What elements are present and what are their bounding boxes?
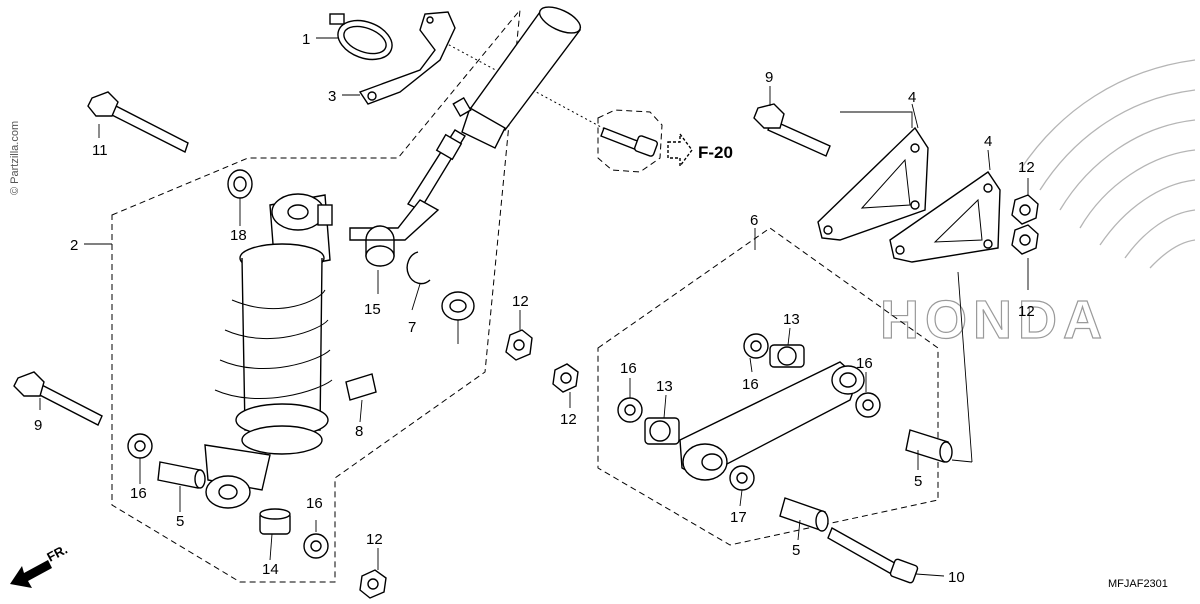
collar-5-right [905, 429, 953, 463]
nut-12-d [1011, 224, 1039, 255]
callout-16-e: 16 [856, 355, 873, 372]
callout-3: 3 [328, 88, 336, 105]
circlip-7 [406, 251, 431, 285]
callout-6: 6 [750, 212, 758, 229]
front-direction-arrow-icon [10, 560, 52, 588]
dust-seal-17 [227, 169, 253, 199]
collar-5-bottom [779, 497, 829, 532]
seal-18 [441, 291, 475, 321]
shock-reservoir [349, 6, 582, 241]
collar-5-left [157, 461, 206, 489]
washer-16-c [855, 392, 881, 418]
nut-12-a [505, 329, 533, 361]
callout-17: 18 [230, 227, 247, 244]
callouts: 1 2 3 4 4 5 5 5 6 7 8 9 9 10 11 12 12 12… [34, 31, 1035, 586]
callout-16-a: 16 [130, 485, 147, 502]
callout-12-e: 12 [366, 531, 383, 548]
callout-16-b: 16 [306, 495, 323, 512]
clip-8 [345, 373, 377, 401]
needle-bearing-14 [259, 508, 291, 535]
bolt-11 [87, 91, 189, 153]
callout-5-a: 5 [176, 513, 184, 530]
callout-1: 1 [302, 31, 310, 48]
ref-label: F-20 [698, 143, 733, 162]
linkage-group-outline [597, 227, 939, 546]
callout-16-d: 16 [742, 376, 759, 393]
washer-16-d [729, 465, 755, 491]
callout-10: 10 [948, 569, 965, 586]
callout-12-a: 12 [512, 293, 529, 310]
callout-16-f: 17 [730, 509, 747, 526]
needle-bearing-13-a [769, 344, 805, 368]
shock-linkage-arm [679, 361, 865, 481]
callout-9-a: 9 [765, 69, 773, 86]
reservoir-bracket [358, 11, 456, 105]
callout-5-c: 5 [792, 542, 800, 559]
nut-12-b [552, 363, 579, 393]
nut-12-c [1011, 194, 1039, 225]
washer-16-lower [303, 533, 329, 559]
ref-bolt [600, 127, 658, 157]
diagram-code: MFJAF2301 [1108, 578, 1168, 590]
callout-4-b: 4 [984, 133, 992, 150]
ref-bolt-outline [597, 109, 663, 173]
clamp-band [329, 13, 393, 61]
callout-13-a: 13 [783, 311, 800, 328]
nut-12-e [359, 569, 387, 599]
site-watermark: © Partzilla.com [9, 121, 21, 195]
link-plate-4-b [889, 171, 1001, 263]
shock-group-outline [111, 8, 521, 583]
callout-12-b: 12 [560, 411, 577, 428]
leader-lines [39, 37, 1029, 577]
callout-2: 2 [70, 237, 78, 254]
callout-4-a: 4 [908, 89, 916, 106]
honda-wing-logo [1019, 59, 1196, 269]
washer-16-b [617, 397, 643, 423]
callout-11: 11 [92, 142, 108, 159]
bolt-9-left [13, 371, 103, 426]
callout-7: 7 [408, 319, 416, 336]
bolt-10 [827, 527, 919, 584]
washer-16-a [743, 333, 769, 359]
callout-5-b: 5 [914, 473, 922, 490]
callout-15: 15 [364, 301, 381, 318]
bushing-15 [365, 225, 395, 267]
callout-13-b: 13 [656, 378, 673, 395]
brand-watermark: HONDA [880, 290, 1108, 350]
link-plate-4-a [817, 126, 929, 241]
needle-bearing-13-b [644, 417, 680, 445]
callout-8: 8 [355, 423, 363, 440]
callout-12-c: 12 [1018, 159, 1035, 176]
ref-arrow-icon [667, 131, 693, 169]
shock-absorber [204, 193, 333, 509]
callout-14: 14 [262, 561, 279, 578]
bolt-9-right [753, 103, 831, 157]
callout-12-d: 12 [1018, 303, 1035, 320]
callout-9-b: 9 [34, 417, 42, 434]
washer-16-left [127, 433, 153, 459]
callout-16-c: 16 [620, 360, 637, 377]
